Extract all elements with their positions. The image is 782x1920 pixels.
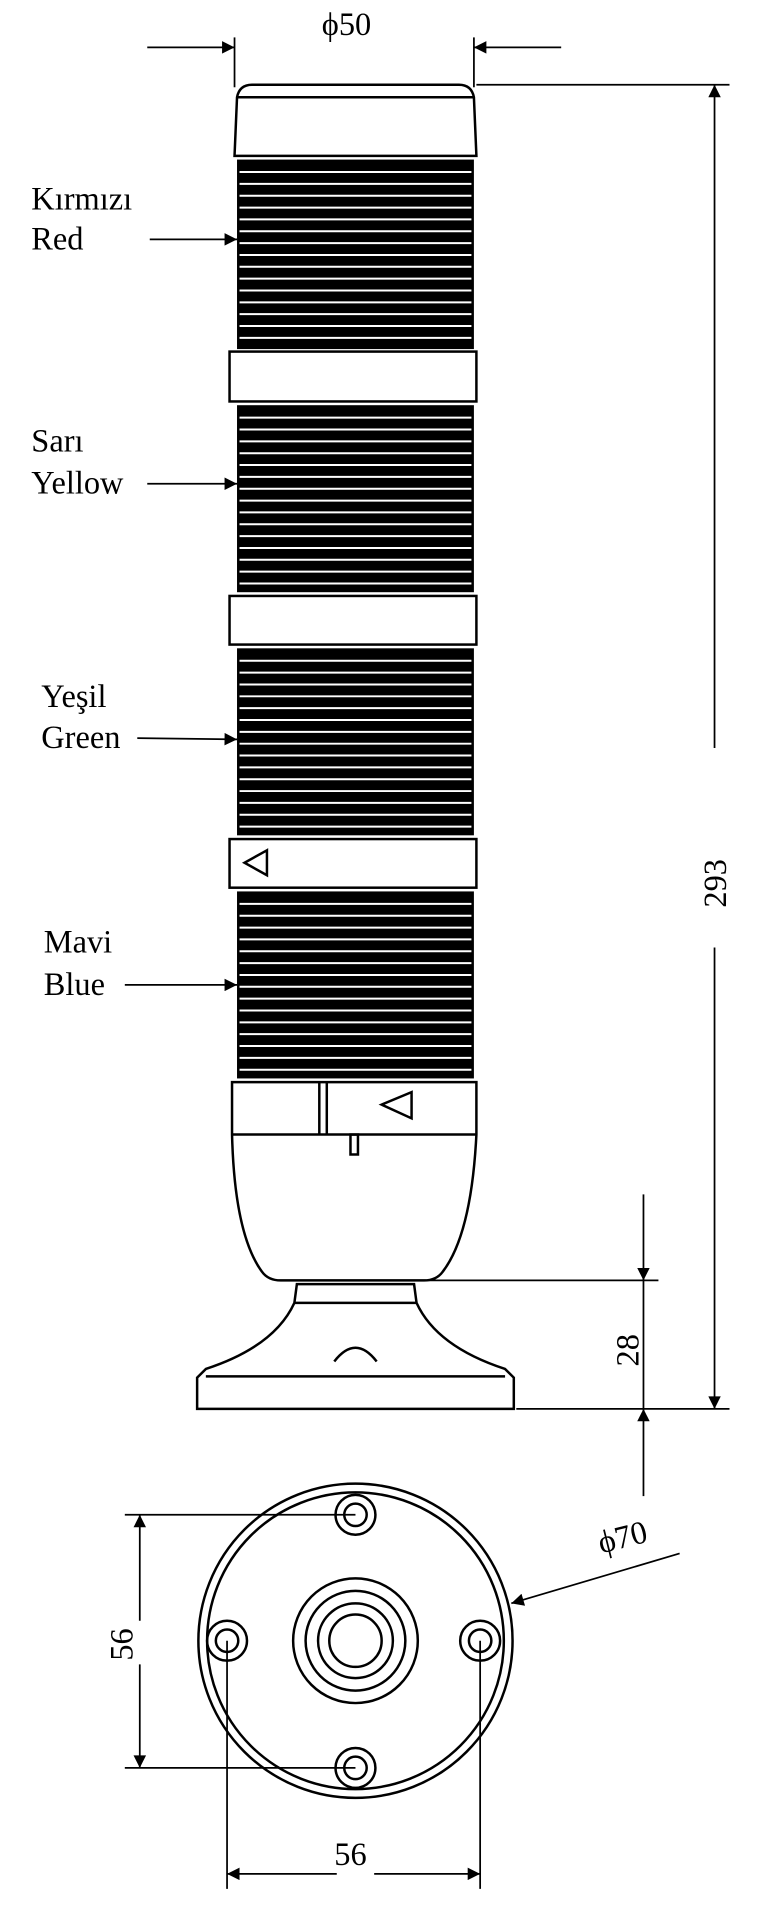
- label-red-tr: Kırmızı: [31, 181, 132, 217]
- height-dimension: 293: [476, 83, 734, 1410]
- base-height-dimension: 28: [424, 1194, 659, 1497]
- bottom-view: 56 56 ϕ70: [104, 1482, 680, 1889]
- triangle-icon: [378, 1090, 413, 1121]
- base-housing: [230, 1080, 478, 1282]
- triangle-icon: [241, 848, 269, 878]
- base-height-label: 28: [610, 1334, 646, 1366]
- color-labels: Kırmızı Red Sarı Yellow Yeşil Green Mavi…: [31, 181, 238, 1003]
- label-red-en: Red: [31, 221, 83, 257]
- foot-bump: [333, 1346, 378, 1363]
- base-diameter-label: ϕ70: [594, 1514, 651, 1561]
- module-yellow: [237, 405, 474, 593]
- label-green-tr: Yeşil: [41, 679, 106, 715]
- mounting-holes: [205, 1493, 502, 1790]
- ring-1: [228, 350, 478, 403]
- ring-3: [228, 837, 478, 889]
- height-label: 293: [698, 859, 734, 908]
- module-green: [237, 648, 474, 836]
- label-blue-en: Blue: [44, 967, 105, 1003]
- module-blue: [237, 891, 474, 1079]
- tower: [195, 83, 516, 1411]
- ring-2: [228, 594, 478, 646]
- hole-spacing-vertical-label: 56: [104, 1628, 140, 1660]
- label-green-en: Green: [41, 720, 120, 756]
- hole-spacing-horizontal-label: 56: [334, 1837, 366, 1873]
- top-cap: [233, 83, 478, 158]
- label-yellow-tr: Sarı: [31, 423, 83, 459]
- label-yellow-en: Yellow: [31, 466, 124, 502]
- top-diameter-label: ϕ50: [322, 7, 371, 43]
- top-diameter-dimension: ϕ50: [147, 7, 562, 88]
- label-blue-tr: Mavi: [44, 925, 112, 961]
